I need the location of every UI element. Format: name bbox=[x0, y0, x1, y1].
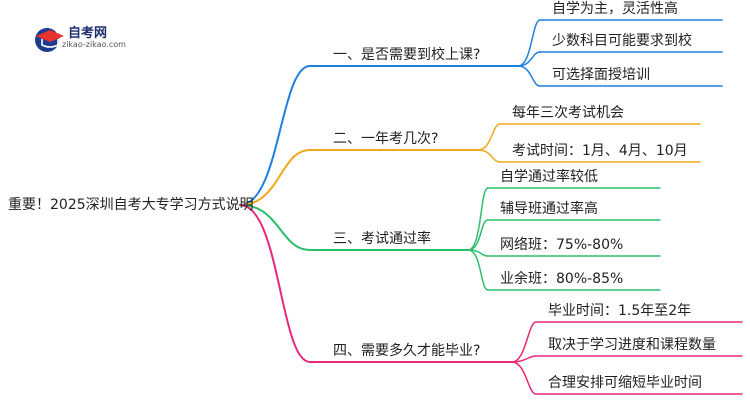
leaf-connector bbox=[517, 65, 541, 87]
leaf-topic: 少数科目可能要求到校 bbox=[552, 33, 692, 49]
leaf-connector bbox=[467, 249, 489, 291]
leaf-topic: 每年三次考试机会 bbox=[512, 105, 624, 121]
logo-title: 自考网 bbox=[68, 26, 108, 41]
leaf-connector bbox=[517, 51, 541, 67]
branch-topic: 一、是否需要到校上课? bbox=[333, 47, 481, 63]
leaf-connector bbox=[511, 321, 537, 363]
branch-topic: 四、需要多久才能毕业? bbox=[333, 343, 481, 359]
leaf-topic: 考试时间：1月、4月、10月 bbox=[512, 143, 688, 159]
graduation-cap-icon bbox=[35, 28, 64, 52]
branch-connector bbox=[239, 149, 311, 206]
logo-url: zikao-zikao.com bbox=[62, 40, 126, 49]
branch-connector bbox=[239, 204, 311, 363]
leaf-connector bbox=[467, 187, 489, 251]
leaf-connector bbox=[477, 149, 501, 163]
branch-connector bbox=[239, 65, 311, 206]
leaf-topic: 网络班：75%-80% bbox=[500, 237, 624, 253]
leaf-topic: 业余班：80%-85% bbox=[500, 271, 624, 287]
leaf-topic: 自学为主，灵活性高 bbox=[552, 1, 678, 17]
leaf-connector bbox=[477, 123, 501, 151]
leaf-topic: 自学通过率较低 bbox=[500, 169, 598, 185]
leaf-connector bbox=[517, 19, 541, 67]
branch-connector bbox=[239, 204, 311, 251]
root-topic: 重要！2025深圳自考大专学习方式说明 bbox=[8, 197, 254, 213]
branch-topic: 二、一年考几次? bbox=[333, 131, 439, 147]
leaf-topic: 合理安排可缩短毕业时间 bbox=[548, 375, 702, 391]
leaf-topic: 毕业时间：1.5年至2年 bbox=[548, 303, 692, 319]
site-logo[interactable]: 自考网 zikao-zikao.com bbox=[32, 22, 152, 58]
leaf-connector bbox=[511, 361, 537, 395]
leaf-connector bbox=[511, 355, 537, 363]
leaf-topic: 可选择面授培训 bbox=[552, 67, 650, 83]
branch-topic: 三、考试通过率 bbox=[333, 231, 431, 247]
leaf-topic: 辅导班通过率高 bbox=[500, 201, 598, 217]
leaf-topic: 取决于学习进度和课程数量 bbox=[548, 337, 716, 353]
leaf-connector bbox=[467, 219, 489, 251]
